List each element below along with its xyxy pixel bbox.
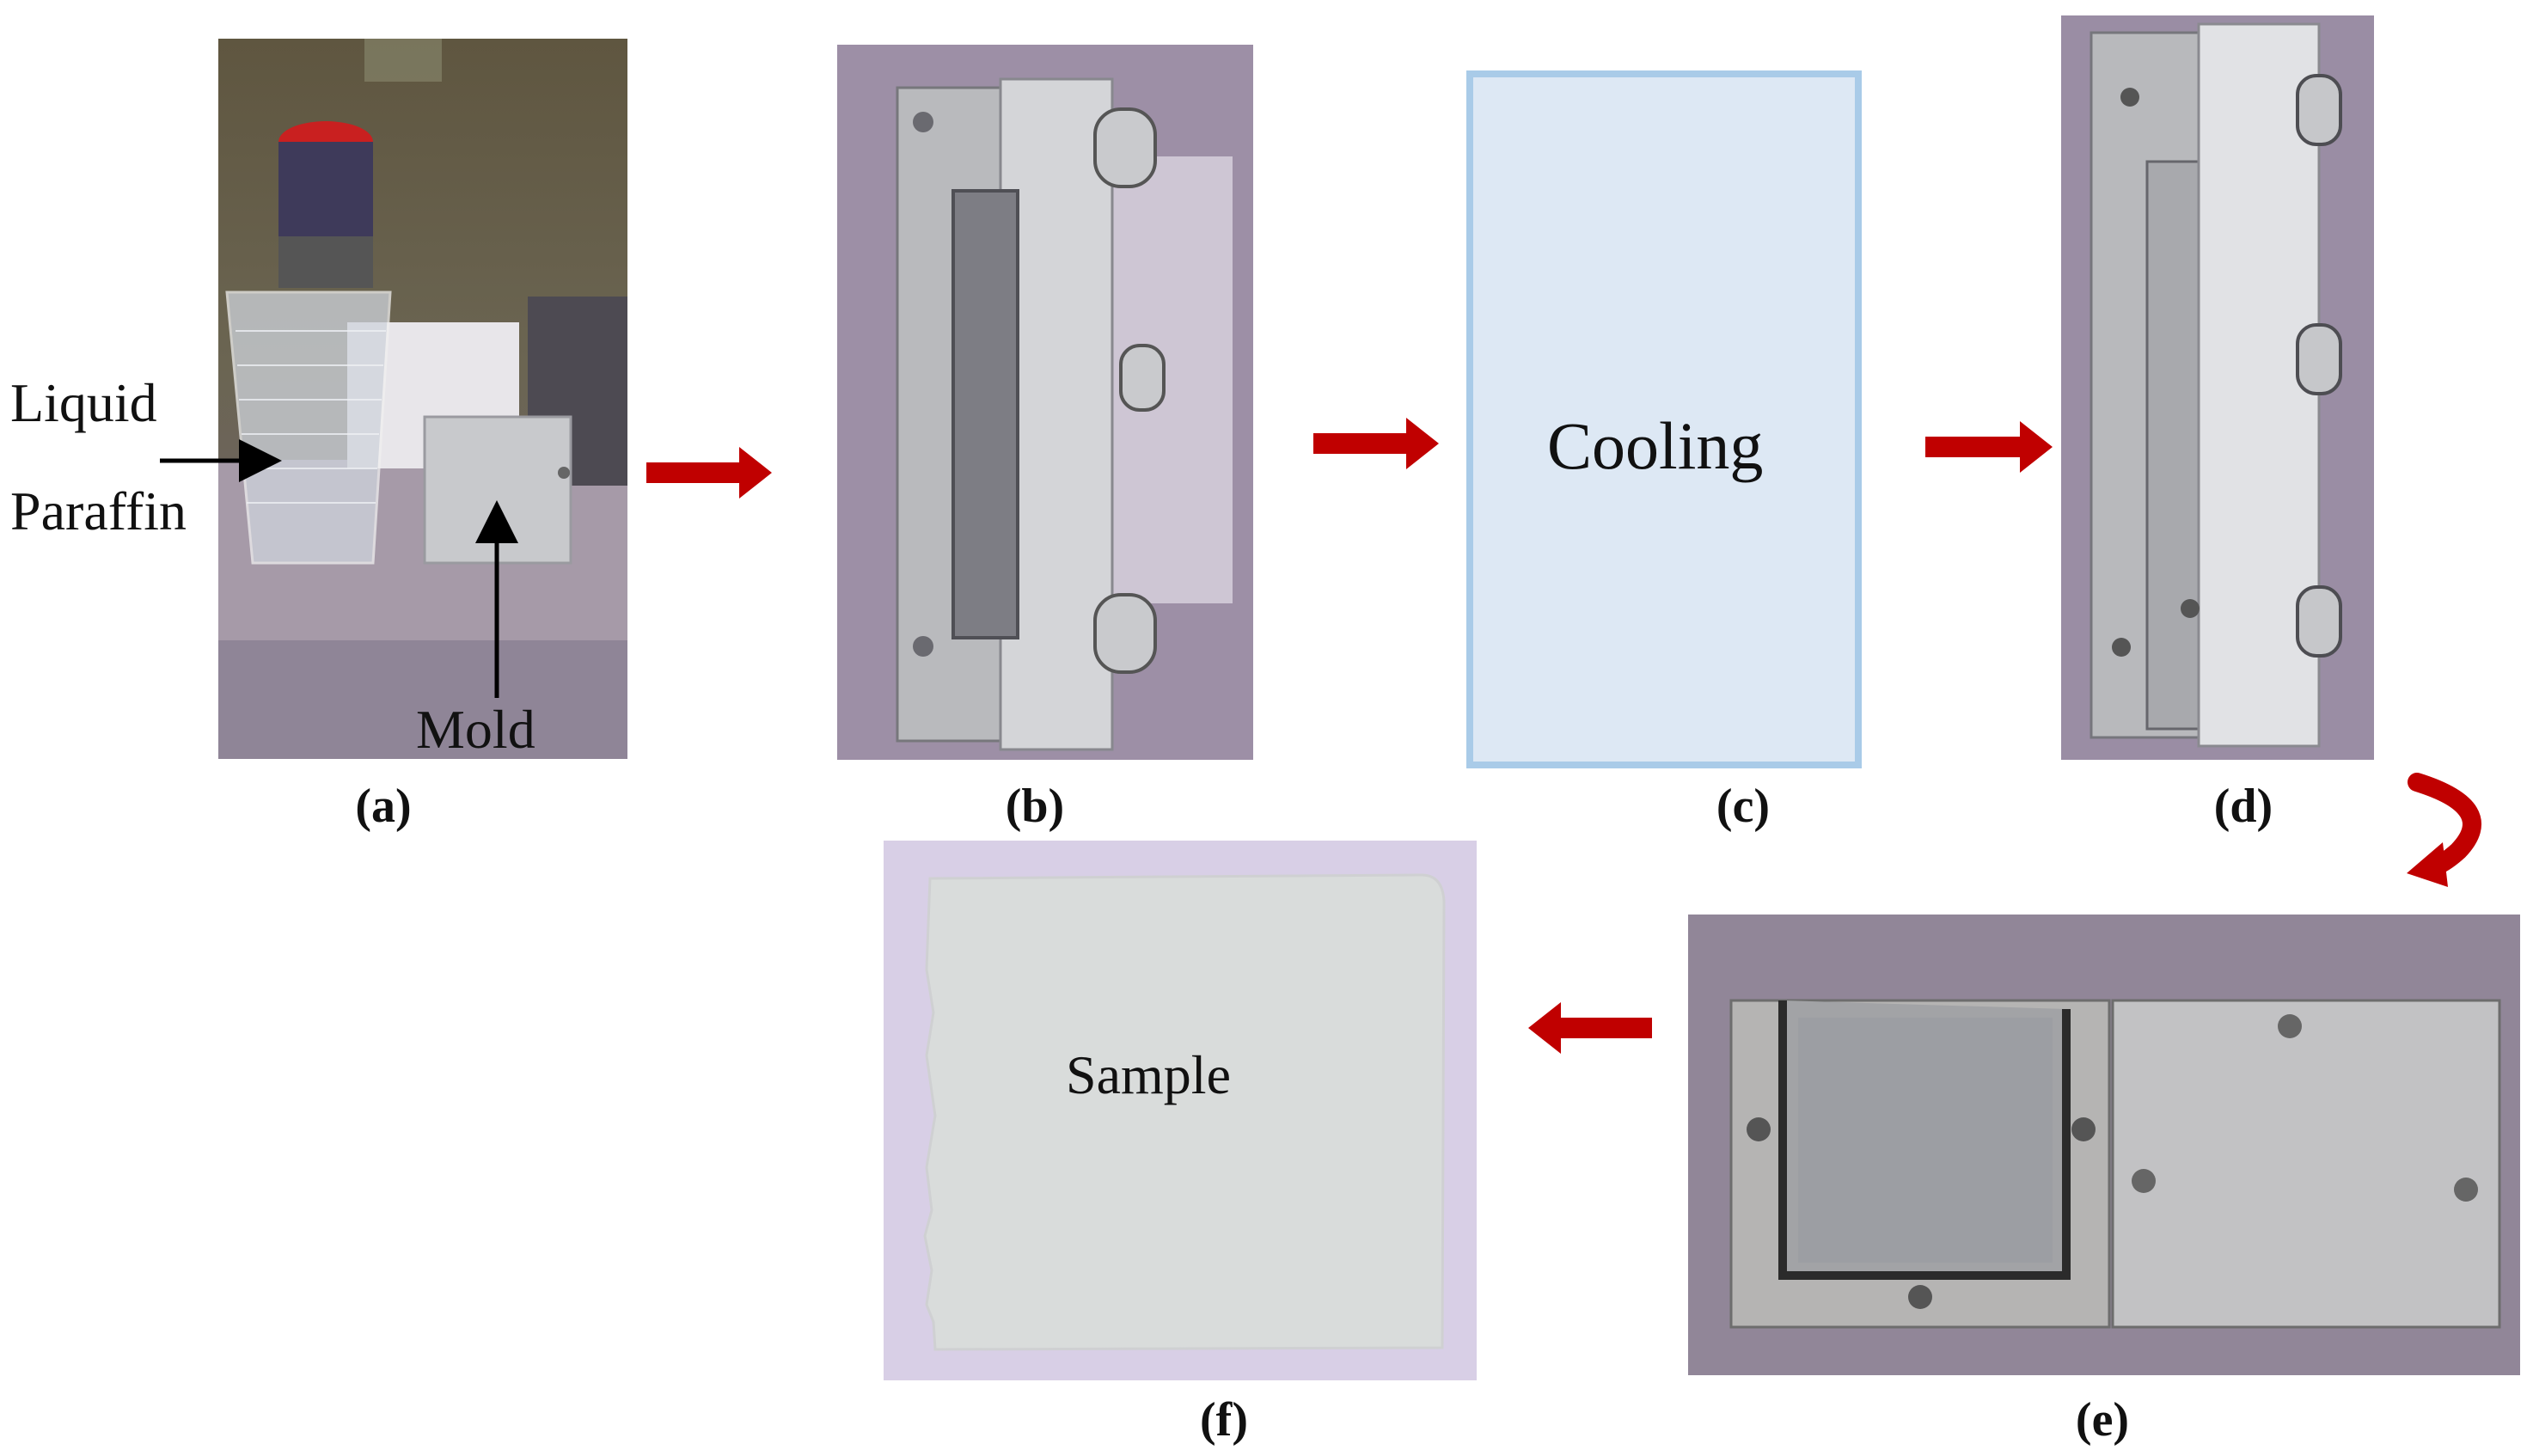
panel-f-illustration [884, 841, 1477, 1380]
liquid-label: Liquid [10, 372, 157, 433]
curved-arrow-d-to-e [2407, 773, 2481, 887]
sample-label: Sample [1066, 1044, 1231, 1105]
panel-e-illustration [1688, 915, 2520, 1375]
caption-b: (b) [1005, 780, 1065, 833]
caption-c: (c) [1716, 780, 1771, 833]
caption-f: (f) [1200, 1393, 1248, 1447]
panel-e-photo [1688, 915, 2520, 1375]
arrow-e-to-f [1528, 1002, 1652, 1054]
caption-a: (a) [355, 780, 412, 833]
panel-b-illustration [837, 45, 1253, 760]
arrow-a-to-b [646, 447, 772, 499]
process-arrows [646, 418, 2053, 1054]
cooling-label: Cooling [1547, 408, 1764, 483]
paraffin-label: Paraffin [10, 480, 187, 541]
panel-d-photo [2061, 15, 2374, 760]
cooling-box [1466, 70, 1862, 768]
mold-label: Mold [416, 699, 535, 760]
panel-a-photo [218, 39, 627, 759]
caption-e: (e) [2075, 1393, 2130, 1447]
caption-d: (d) [2213, 780, 2273, 833]
arrow-b-to-c [1313, 418, 1439, 469]
panel-a-illustration [218, 39, 627, 759]
panel-d-illustration [2061, 15, 2374, 760]
panel-f-photo [884, 841, 1477, 1380]
panel-b-photo [837, 45, 1253, 760]
arrow-c-to-d [1925, 421, 2053, 473]
